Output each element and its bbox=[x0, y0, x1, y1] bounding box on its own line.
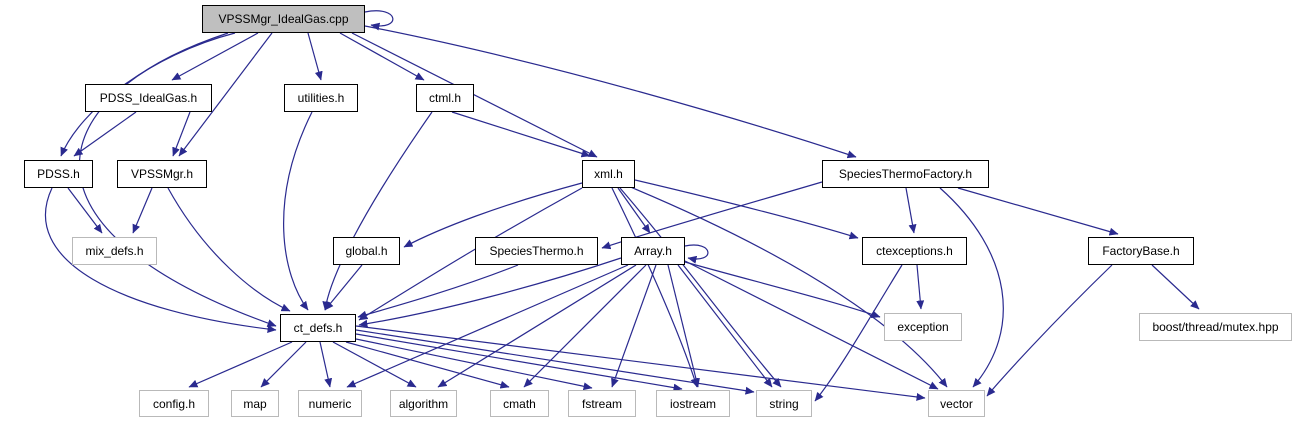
edge-speciesthermofactory_h-to-ctexceptions_h bbox=[905, 187, 917, 234]
edge-array_h-to-exception bbox=[684, 261, 881, 319]
graph-node-algorithm: algorithm bbox=[390, 390, 457, 417]
edge-array_h-to-numeric bbox=[346, 264, 629, 388]
edge-xml_h-to-ct_defs_h bbox=[358, 187, 583, 321]
edge-vpssmgr_idealgas_cpp-to-pdss_idealgas_h bbox=[171, 32, 259, 81]
edge-xml_h-to-string bbox=[619, 187, 782, 388]
graph-node-boost_thread_mutex_hpp: boost/thread/mutex.hpp bbox=[1139, 313, 1292, 341]
edge-vpssmgr_idealgas_cpp-to-vpssmgr_idealgas_cpp bbox=[364, 10, 394, 31]
edge-ct_defs_h-to-map bbox=[260, 341, 307, 388]
edge-ct_defs_h-to-cmath bbox=[345, 341, 510, 389]
graph-node-global_h[interactable]: global.h bbox=[333, 237, 400, 265]
edge-vpssmgr_idealgas_cpp-to-xml_h bbox=[351, 32, 598, 158]
graph-node-fstream: fstream bbox=[568, 390, 636, 417]
edge-array_h-to-vector bbox=[684, 260, 939, 390]
edge-pdss_idealgas_h-to-vpssmgr_h bbox=[172, 111, 191, 157]
graph-node-utilities_h[interactable]: utilities.h bbox=[284, 84, 358, 112]
graph-node-pdss_idealgas_h[interactable]: PDSS_IdealGas.h bbox=[85, 84, 212, 112]
graph-node-map: map bbox=[231, 390, 279, 417]
edge-factorybase_h-to-vector bbox=[986, 264, 1113, 397]
graph-node-numeric: numeric bbox=[298, 390, 362, 417]
edge-ct_defs_h-to-algorithm bbox=[332, 341, 417, 388]
edge-xml_h-to-ctexceptions_h bbox=[634, 179, 859, 240]
edge-ctexceptions_h-to-exception bbox=[916, 264, 925, 310]
graph-node-string: string bbox=[756, 390, 812, 417]
edge-vpssmgr_h-to-ct_defs_h bbox=[167, 187, 291, 312]
graph-node-mix_defs_h: mix_defs.h bbox=[72, 237, 157, 265]
graph-node-factorybase_h[interactable]: FactoryBase.h bbox=[1088, 237, 1194, 265]
edge-pdss_h-to-mix_defs_h bbox=[67, 187, 103, 234]
graph-node-pdss_h[interactable]: PDSS.h bbox=[24, 160, 93, 188]
edge-array_h-to-cmath bbox=[523, 264, 647, 388]
graph-node-ct_defs_h[interactable]: ct_defs.h bbox=[280, 314, 356, 342]
edge-speciesthermofactory_h-to-vector bbox=[939, 187, 1004, 388]
edge-ct_defs_h-to-numeric bbox=[319, 341, 333, 388]
edge-array_h-to-array_h bbox=[684, 244, 709, 264]
graph-node-speciesthermofactory_h[interactable]: SpeciesThermoFactory.h bbox=[822, 160, 989, 188]
edge-factorybase_h-to-boost_thread_mutex_hpp bbox=[1151, 264, 1200, 310]
edge-speciesthermofactory_h-to-factorybase_h bbox=[957, 187, 1119, 236]
edge-pdss_h-to-ct_defs_h bbox=[45, 187, 277, 333]
edge-pdss_idealgas_h-to-pdss_h bbox=[73, 111, 137, 157]
edge-global_h-to-ct_defs_h bbox=[324, 264, 363, 311]
edge-vpssmgr_idealgas_cpp-to-ctml_h bbox=[339, 32, 425, 81]
graph-node-exception: exception bbox=[884, 313, 962, 341]
edge-ctexceptions_h-to-string bbox=[814, 264, 903, 402]
edge-xml_h-to-iostream bbox=[611, 187, 699, 388]
graph-node-vpssmgr_idealgas_cpp: VPSSMgr_IdealGas.cpp bbox=[202, 5, 365, 33]
edge-xml_h-to-vector bbox=[627, 185, 948, 388]
edge-ct_defs_h-to-vector bbox=[355, 325, 926, 401]
edge-ct_defs_h-to-iostream bbox=[355, 333, 683, 392]
edge-ctml_h-to-xml_h bbox=[451, 111, 591, 158]
graph-node-iostream: iostream bbox=[656, 390, 730, 417]
edge-ct_defs_h-to-fstream bbox=[355, 338, 593, 391]
edge-vpssmgr_h-to-mix_defs_h bbox=[132, 187, 153, 234]
graph-node-vector: vector bbox=[928, 390, 985, 417]
edge-array_h-to-fstream bbox=[611, 264, 657, 388]
edge-ct_defs_h-to-string bbox=[355, 329, 755, 395]
graph-node-cmath: cmath bbox=[490, 390, 549, 417]
graph-node-array_h[interactable]: Array.h bbox=[621, 237, 685, 265]
graph-node-ctml_h[interactable]: ctml.h bbox=[416, 84, 474, 112]
edge-ct_defs_h-to-config_h bbox=[188, 341, 293, 388]
edge-speciesthermo_h-to-ct_defs_h bbox=[357, 264, 519, 319]
edge-ctml_h-to-ct_defs_h bbox=[322, 111, 433, 311]
edge-vpssmgr_idealgas_cpp-to-speciesthermofactory_h bbox=[364, 25, 857, 159]
graph-node-config_h: config.h bbox=[139, 390, 209, 417]
edge-array_h-to-iostream bbox=[667, 264, 700, 388]
edge-xml_h-to-global_h bbox=[403, 182, 583, 248]
edge-array_h-to-string bbox=[677, 264, 773, 388]
graph-node-speciesthermo_h[interactable]: SpeciesThermo.h bbox=[475, 237, 598, 265]
edge-vpssmgr_idealgas_cpp-to-vpssmgr_h bbox=[178, 32, 273, 157]
edge-array_h-to-algorithm bbox=[437, 264, 637, 388]
edge-xml_h-to-array_h bbox=[617, 187, 651, 234]
graph-node-vpssmgr_h[interactable]: VPSSMgr.h bbox=[117, 160, 207, 188]
edge-vpssmgr_idealgas_cpp-to-utilities_h bbox=[307, 32, 323, 81]
edge-utilities_h-to-ct_defs_h bbox=[283, 111, 313, 311]
graph-node-ctexceptions_h[interactable]: ctexceptions.h bbox=[862, 237, 967, 265]
edge-array_h-to-ct_defs_h bbox=[358, 257, 622, 328]
graph-node-xml_h[interactable]: xml.h bbox=[582, 160, 635, 188]
